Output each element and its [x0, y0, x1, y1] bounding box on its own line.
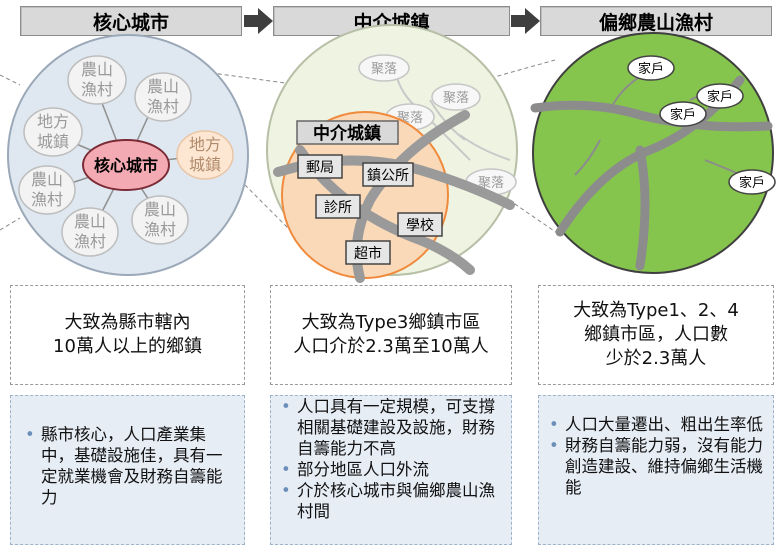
feature-item: 財務自籌能力弱，沒有能力創造建設、維持偏鄉生活機能 [543, 435, 763, 498]
settlement-label: 聚落 [443, 91, 469, 106]
settlement-label: 聚落 [371, 62, 397, 77]
description-line: 少於2.3萬人 [605, 348, 707, 369]
town-label: 地方 [189, 135, 221, 154]
core-city-label: 核心城市 [94, 156, 158, 175]
township-office-label: 鎮公所 [367, 168, 409, 184]
village-label: 農山 [144, 200, 176, 219]
core-city-node [82, 139, 170, 191]
remote-village-description: 大致為Type1、2、4 鄉鎮市區，人口數少於2.3萬人 [538, 285, 774, 385]
feature-item: 人口具有一定規模，可支撐相關基礎建設及設施，財務自籌能力不高 [275, 396, 497, 459]
description-line: 大致為Type3鄉鎮市區 [301, 312, 481, 333]
core-city-features: 縣市核心，人口產業集中，基礎設施佳，具有一定就業機會及財務自籌能力 [10, 395, 245, 545]
feature-item: 人口大量遷出、粗出生率低 [543, 414, 763, 435]
description-line: 人口介於2.3萬至10萬人 [293, 336, 489, 357]
header-core-city: 核心城市 [20, 6, 242, 36]
description-line: 大致為Type1、2、4 [573, 300, 739, 321]
town-label: 城鎮 [37, 132, 69, 151]
town-label: 城鎮 [189, 155, 221, 174]
feature-item: 縣市核心，人口產業集中，基礎設施佳，具有一定就業機會及財務自籌能力 [19, 424, 230, 508]
description-line: 10萬人以上的鄉鎮 [53, 336, 202, 357]
school-label: 學校 [406, 217, 434, 234]
supermarket-label: 超市 [354, 245, 382, 262]
clinic-label: 診所 [324, 200, 352, 216]
village-label: 漁村 [147, 97, 179, 116]
description-line: 鄉鎮市區，人口數 [583, 324, 728, 345]
settlement-diagram: 農山 漁村 農山 漁村 地方 城鎮 農山 漁村 農山 漁村 農山 漁村 地方 城… [0, 24, 776, 283]
village-label: 漁村 [144, 220, 176, 239]
village-label: 農山 [147, 77, 179, 96]
middle-town-title-box [296, 120, 399, 145]
header-remote-village: 偏鄉農山漁村 [540, 6, 772, 36]
village-label: 漁村 [81, 80, 113, 99]
household-label: 家戶 [707, 89, 733, 105]
middle-town-title: 中介城鎮 [313, 123, 381, 144]
core-city-description: 大致為縣市轄內 10萬人以上的鄉鎮 [10, 285, 245, 385]
village-label: 農山 [81, 60, 113, 79]
village-label: 農山 [31, 170, 63, 189]
village-label: 漁村 [31, 190, 63, 209]
household-label: 家戶 [670, 107, 696, 123]
description-line: 大致為縣市轄內 [64, 312, 191, 333]
feature-item: 部分地區人口外流 [275, 459, 497, 480]
settlement-label: 聚落 [478, 176, 504, 191]
village-label: 漁村 [74, 232, 106, 251]
feature-item: 介於核心城市與偏鄉農山漁村間 [275, 480, 497, 522]
village-label: 農山 [74, 212, 106, 231]
remote-village-features: 人口大量遷出、粗出生率低 財務自籌能力弱，沒有能力創造建設、維持偏鄉生活機能 [538, 395, 774, 545]
post-office-label: 郵局 [306, 160, 334, 176]
arrow-right-icon [511, 8, 540, 34]
arrow-right-icon [244, 8, 273, 34]
middle-town-features: 人口具有一定規模，可支撐相關基礎建設及設施，財務自籌能力不高 部分地區人口外流 … [270, 395, 512, 545]
household-label: 家戶 [638, 61, 664, 77]
middle-town-description: 大致為Type3鄉鎮市區人口介於2.3萬至10萬人 [270, 285, 512, 385]
town-label: 地方 [37, 112, 69, 131]
household-label: 家戶 [739, 175, 765, 191]
